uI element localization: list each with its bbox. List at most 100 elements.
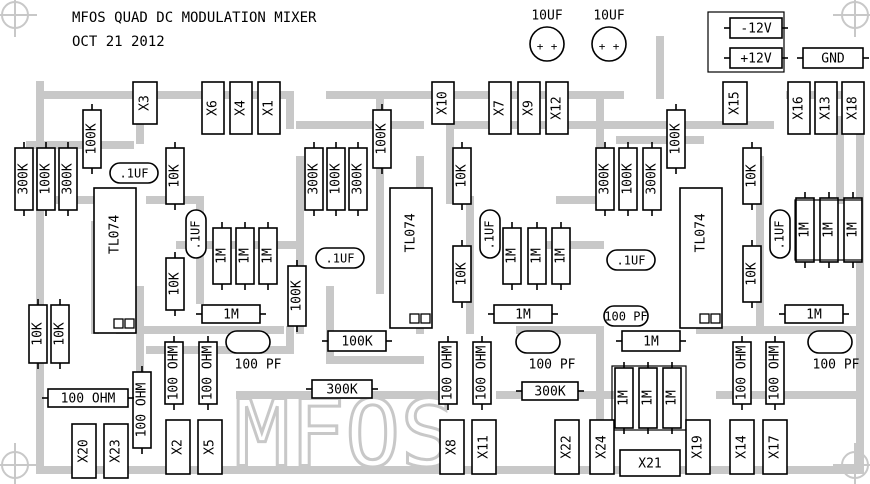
power-label-gnd: GND — [797, 47, 869, 69]
plus-icon: + — [599, 40, 606, 53]
resistor-300k: 300K — [595, 142, 615, 216]
connector-label: X17 — [768, 435, 783, 458]
resistor-label: 1M — [530, 248, 545, 264]
resistor-1m: 1M — [527, 222, 547, 290]
resistor-10k: 10K — [165, 142, 185, 210]
resistor-10k: 10K — [165, 252, 185, 316]
resistor-label: 1M — [515, 308, 531, 323]
capacitor-label: 100 PF — [529, 358, 576, 373]
resistor-label: 10K — [31, 322, 46, 346]
connector-label: X8 — [445, 439, 460, 455]
resistor-100ohm: 100 OHM — [132, 366, 152, 454]
resistor-label: 300K — [17, 163, 32, 194]
resistor-1m: 1M — [843, 192, 863, 268]
pf-capacitor: 100 PF — [515, 330, 576, 373]
capacitor-label: 10UF — [593, 9, 624, 24]
resistor-1m: 1M — [551, 222, 571, 290]
connector-label: X6 — [206, 100, 221, 116]
plus-icon: + — [537, 40, 544, 53]
resistor-100ohm: 100 OHM — [198, 336, 218, 410]
capacitor-01uf: .1UF — [606, 249, 656, 271]
resistor-100ohm: 100 OHM — [765, 336, 785, 410]
resistor-10k: 10K — [452, 240, 472, 308]
resistor-label: 100K — [290, 280, 305, 311]
resistor-label: 300K — [307, 163, 322, 194]
connector-label: X12 — [550, 96, 565, 119]
resistor-100ohm: 100 OHM — [732, 336, 752, 410]
resistor-1m: 1M — [488, 304, 558, 324]
connector-label: X15 — [728, 91, 743, 114]
resistor-label: 300K — [326, 383, 357, 398]
resistor-1m: 1M — [616, 330, 686, 352]
registration-mark-icon — [0, 0, 37, 37]
registration-mark-icon — [833, 443, 870, 484]
resistor-1m: 1M — [819, 192, 839, 268]
pf-capacitor: 100 PF — [807, 330, 860, 373]
connector-label: X1 — [262, 100, 277, 116]
connector-x4: X4 — [229, 81, 253, 135]
resistor-label: 300K — [598, 163, 613, 194]
resistor-label: 10K — [455, 164, 470, 188]
connector-x16: X16 — [787, 81, 811, 135]
resistor-100ohm: 100 OHM — [438, 336, 458, 410]
connector-label: X2 — [171, 439, 186, 455]
ic-label: TL074 — [108, 215, 123, 254]
resistor-label: 100K — [341, 335, 372, 350]
resistor-label: 100 OHM — [201, 345, 216, 400]
resistor-label: 1M — [238, 248, 253, 264]
capacitor-01uf: .1UF — [769, 209, 791, 259]
resistor-300k: 300K — [14, 142, 34, 216]
resistor-label: 100 OHM — [441, 345, 456, 400]
connector-x23: X23 — [103, 423, 129, 479]
capacitor-label: .1UF — [483, 221, 497, 250]
connector-x22: X22 — [554, 419, 580, 475]
connector-label: X3 — [138, 95, 153, 111]
resistor-100k: 100K — [287, 260, 307, 332]
connector-x20: X20 — [71, 423, 97, 479]
capacitor-label: .1UF — [189, 221, 203, 250]
connector-x24: X24 — [589, 419, 615, 475]
resistor-label: 1M — [798, 222, 813, 238]
resistor-label: 1M — [554, 248, 569, 264]
resistor-label: +12V — [740, 52, 771, 67]
electrolytic-capacitor: ++ — [591, 26, 627, 62]
resistor-1m: 1M — [795, 192, 815, 268]
resistor-100k: 100K — [372, 104, 392, 174]
resistor-100k: 100K — [618, 142, 638, 216]
resistor-1m: 1M — [212, 222, 232, 290]
connector-x21: X21 — [619, 449, 681, 477]
capacitor-01uf: .1UF — [185, 209, 207, 259]
connector-x19: X19 — [685, 419, 711, 475]
resistor-label: 1M — [846, 222, 861, 238]
resistor-label: 100K — [329, 163, 344, 194]
resistor-300k: 300K — [642, 142, 662, 216]
capacitor-label: 100 PF — [235, 358, 282, 373]
connector-label: X21 — [638, 457, 661, 472]
connector-x12: X12 — [545, 81, 569, 135]
capacitor-label: .1UF — [773, 221, 787, 250]
connector-x5: X5 — [197, 419, 223, 475]
connector-label: X7 — [493, 100, 508, 116]
resistor-1m: 1M — [258, 222, 278, 290]
connector-label: X16 — [792, 96, 807, 119]
resistor-label: 100K — [39, 163, 54, 194]
resistor-label: 100 OHM — [768, 345, 783, 400]
resistor-label: 1M — [215, 248, 230, 264]
ic-label: TL074 — [404, 213, 419, 252]
connector-x2: X2 — [165, 419, 191, 475]
connector-x8: X8 — [439, 419, 465, 475]
resistor-label: 1M — [223, 308, 239, 323]
resistor-10k: 10K — [28, 299, 48, 369]
resistor-label: 10K — [455, 262, 470, 286]
pf-capacitor: 100 PF — [225, 330, 282, 373]
resistor-label: 1M — [505, 248, 520, 264]
capacitor-01uf: .1UF — [109, 162, 159, 184]
capacitor-01uf: .1UF — [315, 247, 365, 269]
capacitor-label: 100 PF — [604, 310, 647, 324]
resistor-10k: 10K — [742, 240, 762, 308]
registration-mark-icon — [833, 0, 870, 37]
connector-x17: X17 — [762, 419, 788, 475]
power-label-neg: -12V — [724, 17, 788, 39]
resistor-label: 10K — [168, 272, 183, 296]
